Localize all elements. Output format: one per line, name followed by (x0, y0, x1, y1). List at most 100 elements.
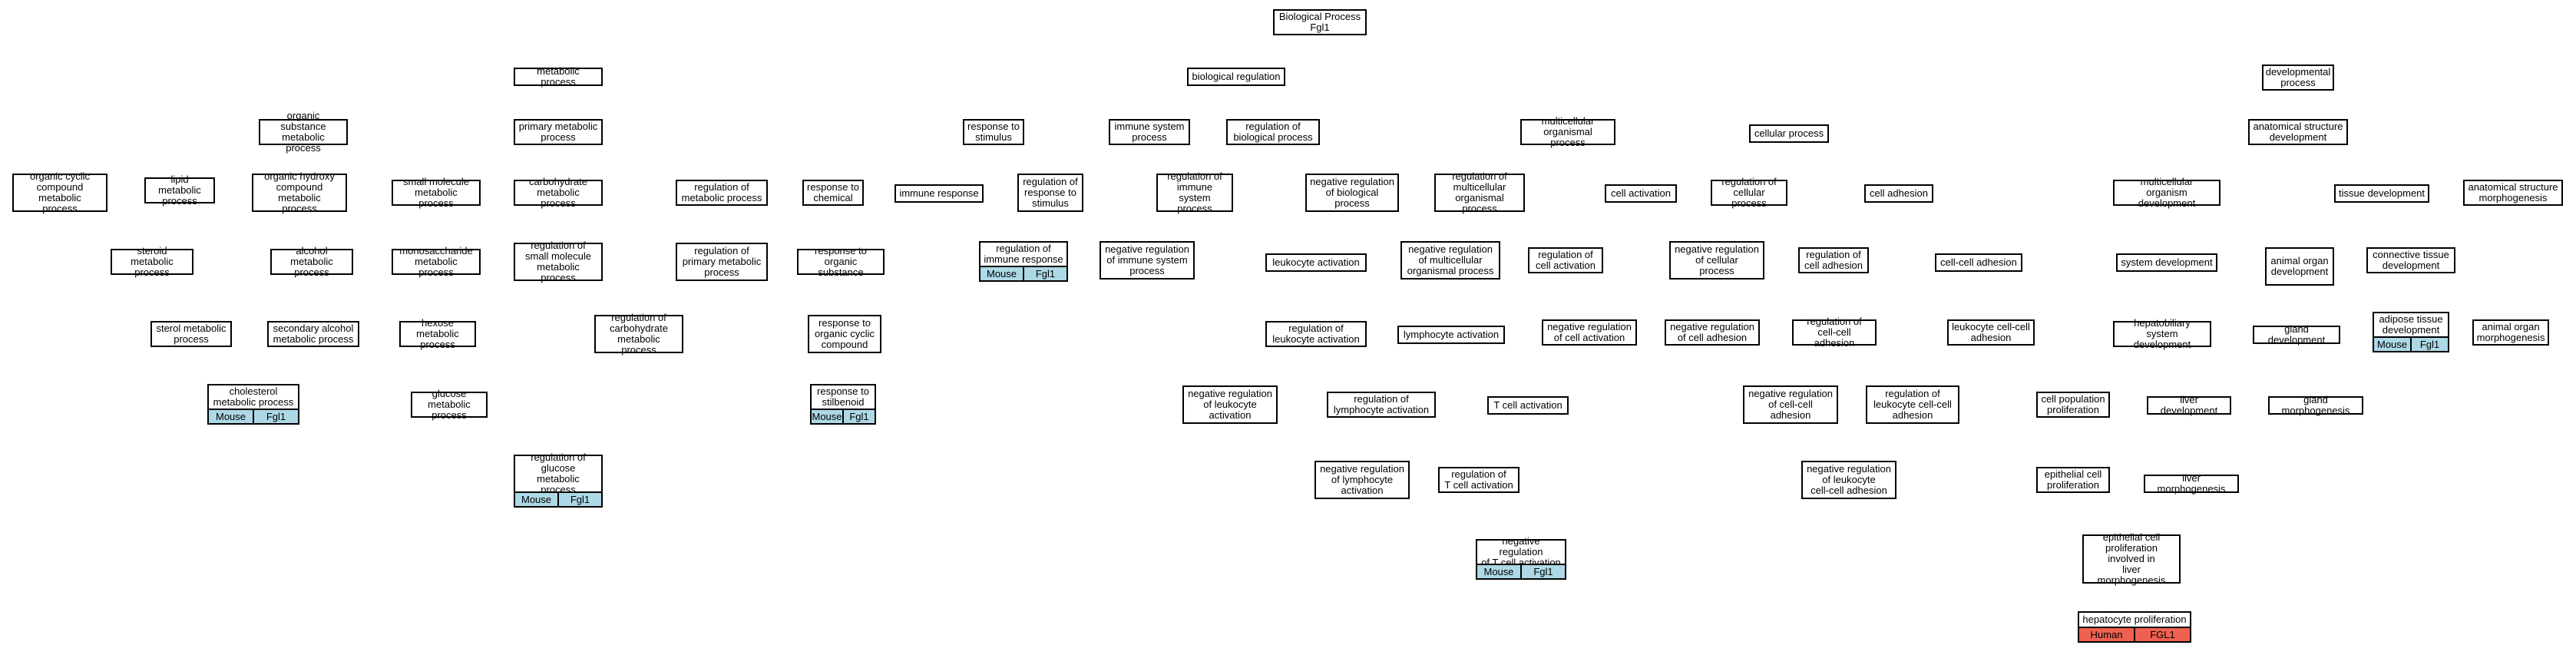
tag-gene: Fgl1 (253, 410, 298, 423)
node-regulation-metabolic[interactable]: regulation of metabolic process (676, 180, 768, 206)
node-connective-tissue-development[interactable]: connective tissue development (2366, 247, 2455, 273)
node-regulation-cell-adhesion[interactable]: regulation of cell adhesion (1798, 247, 1869, 273)
node-response-to-organic-cyclic[interactable]: response to organic cyclic compound (808, 315, 881, 353)
node-epithelial-proliferation-liver[interactable]: epithelial cell proliferation involved i… (2082, 532, 2181, 586)
node-regulation-cellular-process[interactable]: regulation of cellular process (1711, 177, 1787, 209)
node-regulation-carbohydrate[interactable]: regulation of carbohydrate metabolic pro… (594, 313, 683, 356)
node-cell-adhesion[interactable]: cell adhesion (1864, 184, 1933, 203)
hepatocyte-species-tags: Human FGL1 (2078, 628, 2191, 643)
node-negative-regulation-multicellular[interactable]: negative regulation of multicellular org… (1400, 241, 1500, 280)
node-negative-regulation-cell-activation[interactable]: negative regulation of cell activation (1542, 319, 1637, 346)
node-anatomical-structure-development[interactable]: anatomical structure development (2248, 119, 2348, 145)
node-epithelial-cell-proliferation[interactable]: epithelial cell proliferation (2036, 467, 2110, 493)
tag-mouse: Mouse (812, 410, 842, 423)
node-biological-regulation[interactable]: biological regulation (1187, 68, 1285, 86)
node-hexose-metabolic[interactable]: hexose metabolic process (399, 318, 476, 350)
node-cholesterol-metabolic[interactable]: cholesterol metabolic process (207, 384, 299, 410)
node-regulation-cell-activation[interactable]: regulation of cell activation (1528, 247, 1603, 273)
node-regulation-t-cell-activation[interactable]: regulation of T cell activation (1438, 467, 1519, 493)
node-organic-hydroxy[interactable]: organic hydroxy compound metabolic proce… (252, 171, 347, 214)
node-animal-organ-morphogenesis[interactable]: animal organ morphogenesis (2472, 319, 2549, 346)
node-negative-regulation-immune-system[interactable]: negative regulation of immune system pro… (1100, 241, 1195, 280)
node-regulation-leukocyte-activation[interactable]: regulation of leukocyte activation (1265, 321, 1367, 347)
node-response-to-stilbenoid[interactable]: response to stilbenoid (810, 384, 876, 410)
node-regulation-small-molecule[interactable]: regulation of small molecule metabolic p… (514, 240, 603, 283)
node-response-to-organic-substance[interactable]: response to organic substance (797, 246, 885, 278)
node-negative-regulation-biological[interactable]: negative regulation of biological proces… (1305, 174, 1399, 212)
node-multicellular-organismal-process[interactable]: multicellular organismal process (1520, 116, 1615, 148)
node-system-development[interactable]: system development (2116, 253, 2217, 272)
node-animal-organ-development[interactable]: animal organ development (2265, 247, 2334, 286)
tag-mouse: Mouse (980, 267, 1023, 280)
node-biological-process[interactable]: Biological Process Fgl1 (1273, 9, 1367, 35)
node-metabolic-process[interactable]: metabolic process (514, 66, 603, 88)
node-negative-regulation-cell-cell-adhesion[interactable]: negative regulation of cell-cell adhesio… (1743, 385, 1838, 424)
node-primary-metabolic[interactable]: primary metabolic process (514, 119, 603, 145)
node-negative-regulation-lymphocyte[interactable]: negative regulation of lymphocyte activa… (1314, 461, 1410, 499)
tag-gene: Fgl1 (557, 493, 601, 506)
node-multicellular-organism-development[interactable]: multicellular organism development (2113, 177, 2221, 209)
node-developmental-process[interactable]: developmental process (2262, 65, 2334, 91)
node-monosaccharide-metabolic[interactable]: monosaccharide metabolic process (392, 246, 481, 278)
node-sterol-metabolic[interactable]: sterol metabolic process (150, 321, 232, 347)
node-negative-regulation-cell-adhesion[interactable]: negative regulation of cell adhesion (1665, 319, 1760, 346)
node-response-to-chemical[interactable]: response to chemical (802, 180, 864, 206)
node-regulation-primary-metabolic[interactable]: regulation of primary metabolic process (676, 243, 768, 281)
node-regulation-multicellular[interactable]: regulation of multicellular organismal p… (1434, 171, 1525, 214)
node-leukocyte-cell-cell-adhesion[interactable]: leukocyte cell-cell adhesion (1947, 319, 2035, 346)
tag-gene: Fgl1 (1520, 565, 1565, 578)
node-regulation-immune-system[interactable]: regulation of immune system process (1156, 171, 1233, 214)
node-carbohydrate-metabolic[interactable]: carbohydrate metabolic process (514, 177, 603, 209)
node-regulation-lymphocyte-activation[interactable]: regulation of lymphocyte activation (1327, 392, 1436, 418)
node-regulation-glucose[interactable]: regulation of glucose metabolic process (514, 452, 603, 495)
node-adipose-tissue-development[interactable]: adipose tissue development (2373, 312, 2449, 338)
tag-mouse: Mouse (515, 493, 557, 506)
node-regulation-biological-process[interactable]: regulation of biological process (1226, 119, 1320, 145)
tag-gene: Fgl1 (2410, 338, 2448, 351)
tag-mouse: Mouse (2374, 338, 2410, 351)
tag-mouse: Mouse (209, 410, 253, 423)
node-hepatocyte-proliferation[interactable]: hepatocyte proliferation (2078, 611, 2191, 628)
tag-mouse: Mouse (1477, 565, 1520, 578)
node-t-cell-activation[interactable]: T cell activation (1487, 396, 1569, 415)
node-lipid-metabolic[interactable]: lipid metabolic process (144, 174, 215, 207)
node-immune-response[interactable]: immune response (894, 184, 984, 203)
node-anatomical-structure-morphogenesis[interactable]: anatomical structure morphogenesis (2463, 180, 2563, 206)
node-liver-morphogenesis[interactable]: liver morphogenesis (2144, 473, 2239, 495)
stilbenoid-species-tags: Mouse Fgl1 (810, 410, 876, 425)
node-cellular-process[interactable]: cellular process (1749, 124, 1829, 143)
node-negative-regulation-cellular-process[interactable]: negative regulation of cellular process (1669, 241, 1764, 280)
node-regulation-cell-cell-adhesion[interactable]: regulation of cell-cell adhesion (1792, 316, 1877, 349)
node-gland-morphogenesis[interactable]: gland morphogenesis (2268, 395, 2363, 416)
node-cell-cell-adhesion[interactable]: cell-cell adhesion (1935, 253, 2022, 272)
node-response-to-stimulus[interactable]: response to stimulus (963, 119, 1024, 145)
adipose-species-tags: Mouse Fgl1 (2373, 338, 2449, 352)
node-glucose-metabolic[interactable]: glucose metabolic process (411, 389, 488, 421)
node-steroid-metabolic[interactable]: steroid metabolic process (111, 246, 193, 278)
node-organic-substance-metabolic[interactable]: organic substance metabolic process (259, 111, 348, 154)
node-liver-development[interactable]: liver development (2147, 395, 2231, 416)
node-lymphocyte-activation[interactable]: lymphocyte activation (1397, 326, 1505, 344)
tag-gene: FGL1 (2134, 628, 2190, 641)
node-hepatobiliary-system-development[interactable]: hepatobiliary system development (2113, 318, 2211, 350)
node-negative-regulation-leukocyte-cell-cell[interactable]: negative regulation of leukocyte cell-ce… (1801, 461, 1896, 499)
node-tissue-development[interactable]: tissue development (2334, 184, 2429, 203)
node-cell-population-proliferation[interactable]: cell population proliferation (2036, 392, 2110, 418)
node-negative-regulation-leukocyte[interactable]: negative regulation of leukocyte activat… (1182, 385, 1278, 424)
node-negative-regulation-t-cell[interactable]: negative regulation of T cell activation (1476, 536, 1566, 568)
node-secondary-alcohol[interactable]: secondary alcohol metabolic process (267, 321, 359, 347)
node-small-molecule-metabolic[interactable]: small molecule metabolic process (392, 177, 481, 209)
node-regulation-immune-response[interactable]: regulation of immune response (979, 241, 1068, 267)
node-gland-development[interactable]: gland development (2253, 324, 2340, 346)
node-immune-system-process[interactable]: immune system process (1109, 119, 1190, 145)
cholesterol-species-tags: Mouse Fgl1 (207, 410, 299, 425)
node-leukocyte-activation[interactable]: leukocyte activation (1265, 253, 1367, 272)
node-organic-cyclic-compound[interactable]: organic cyclic compound metabolic proces… (12, 171, 107, 214)
t-cell-species-tags: Mouse Fgl1 (1476, 565, 1566, 580)
node-regulation-leukocyte-cell-cell-adhesion[interactable]: regulation of leukocyte cell-cell adhesi… (1866, 385, 1959, 424)
tag-gene: Fgl1 (1023, 267, 1066, 280)
node-regulation-response-stimulus[interactable]: regulation of response to stimulus (1017, 174, 1083, 212)
node-cell-activation[interactable]: cell activation (1605, 184, 1677, 203)
tag-human: Human (2079, 628, 2134, 641)
node-alcohol-metabolic[interactable]: alcohol metabolic process (270, 246, 353, 278)
